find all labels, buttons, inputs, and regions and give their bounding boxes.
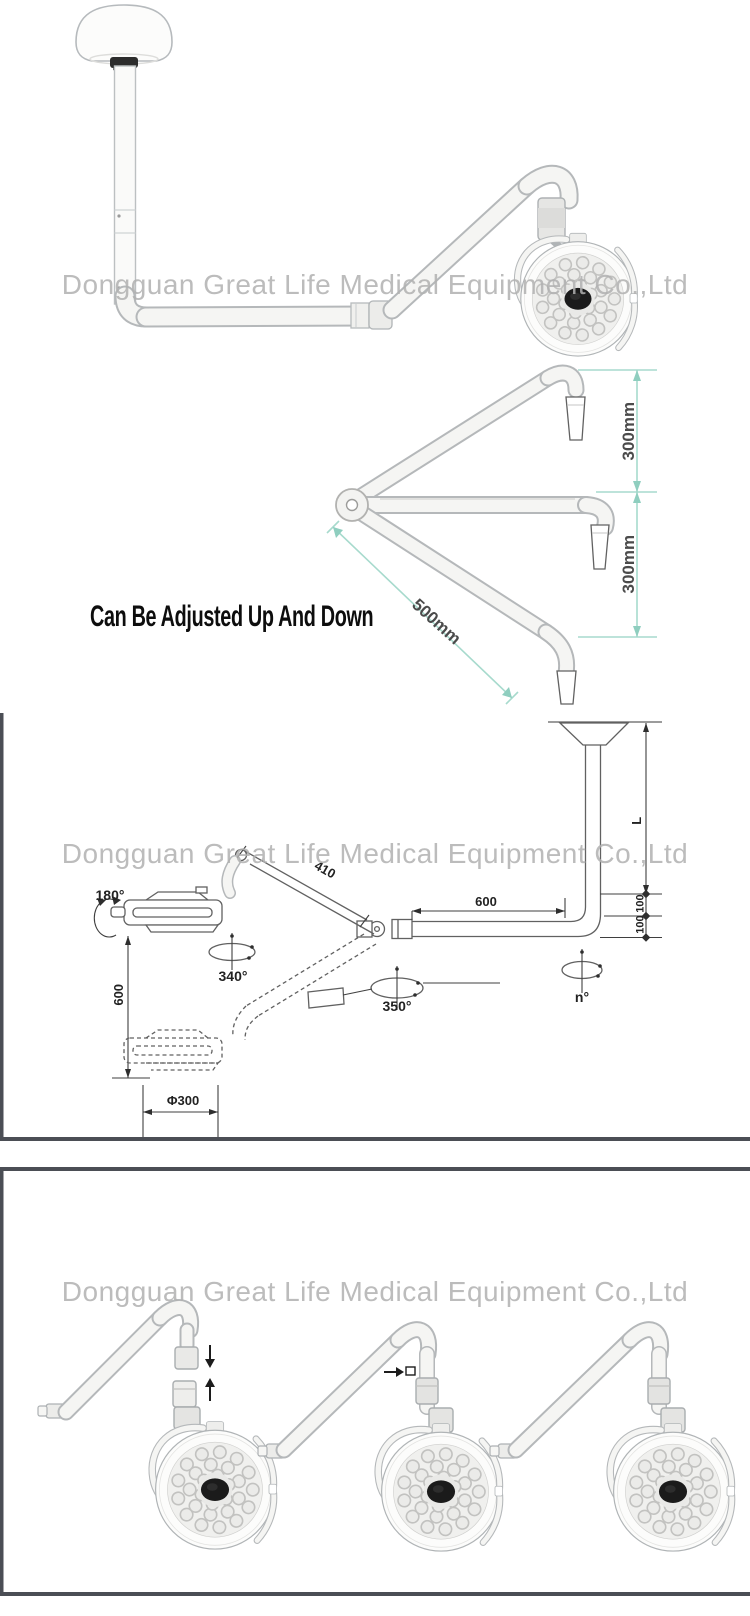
panel-border-left [0,1167,4,1596]
dimension-lines [326,369,657,705]
arm-position-up [351,364,586,506]
ceiling-canopy [75,4,173,73]
dim-lower-arm-300mm: 300mm [618,534,638,594]
dim-drop-tube-L: L [629,816,645,825]
rotation-340 [208,933,256,970]
rotation-n [561,949,603,993]
tilt-arc [93,896,121,938]
ceiling-lamp-photo-illustration [75,4,750,365]
watermark-text: Dongguan Great Life Medical Equipment Co… [61,838,689,869]
adjustment-caption: Can Be Adjusted Up And Down [90,600,374,633]
dim-diameter-300 [142,1085,219,1137]
technical-dimension-drawing [0,713,750,1141]
lamp-position-1 [37,1299,277,1550]
panel-border-left [0,713,4,1141]
dim-offset-100-lower: 100 [634,915,647,934]
dim-arm-rotation-350: 350° [382,998,412,1014]
rotation-350 [307,966,500,1010]
panel-border-bottom [0,1137,750,1141]
ceiling-mount [412,721,662,938]
panel-border-top [0,1167,750,1171]
adjustment-range-diagram [326,364,657,705]
lamp-position-3 [489,1321,735,1551]
lamp-head-side-view [110,886,223,933]
lamp-position-2 [257,1321,503,1551]
dim-head-tilt-180: 180° [95,887,125,903]
spring-arm-raised [221,845,375,935]
dim-upper-arm-300mm: 300mm [618,401,638,461]
dim-hub-rotation-n: n° [574,989,590,1005]
watermark-text: Dongguan Great Life Medical Equipment Co… [61,1276,689,1307]
arm-position-horizontal [351,496,615,570]
watermark-text: Dongguan Great Life Medical Equipment Co… [61,269,689,300]
pivot-joint [335,488,369,522]
dim-vertical-600: 600 [111,983,127,1006]
dim-horizontal-600: 600 [475,894,497,909]
dim-head-diameter-300: Φ300 [166,1093,200,1108]
lamp-head-lowered-dashed [123,933,377,1071]
dim-head-rotation-340: 340° [218,968,248,984]
arm-position-down [351,503,577,705]
dim-L-and-offsets [600,723,662,942]
dim-vertical-600 [112,936,150,1079]
panel-border-bottom [0,1592,750,1596]
three-position-rotation-illustration [0,1167,750,1596]
dim-horizontal-600 [411,898,566,920]
spring-arm [382,164,579,320]
